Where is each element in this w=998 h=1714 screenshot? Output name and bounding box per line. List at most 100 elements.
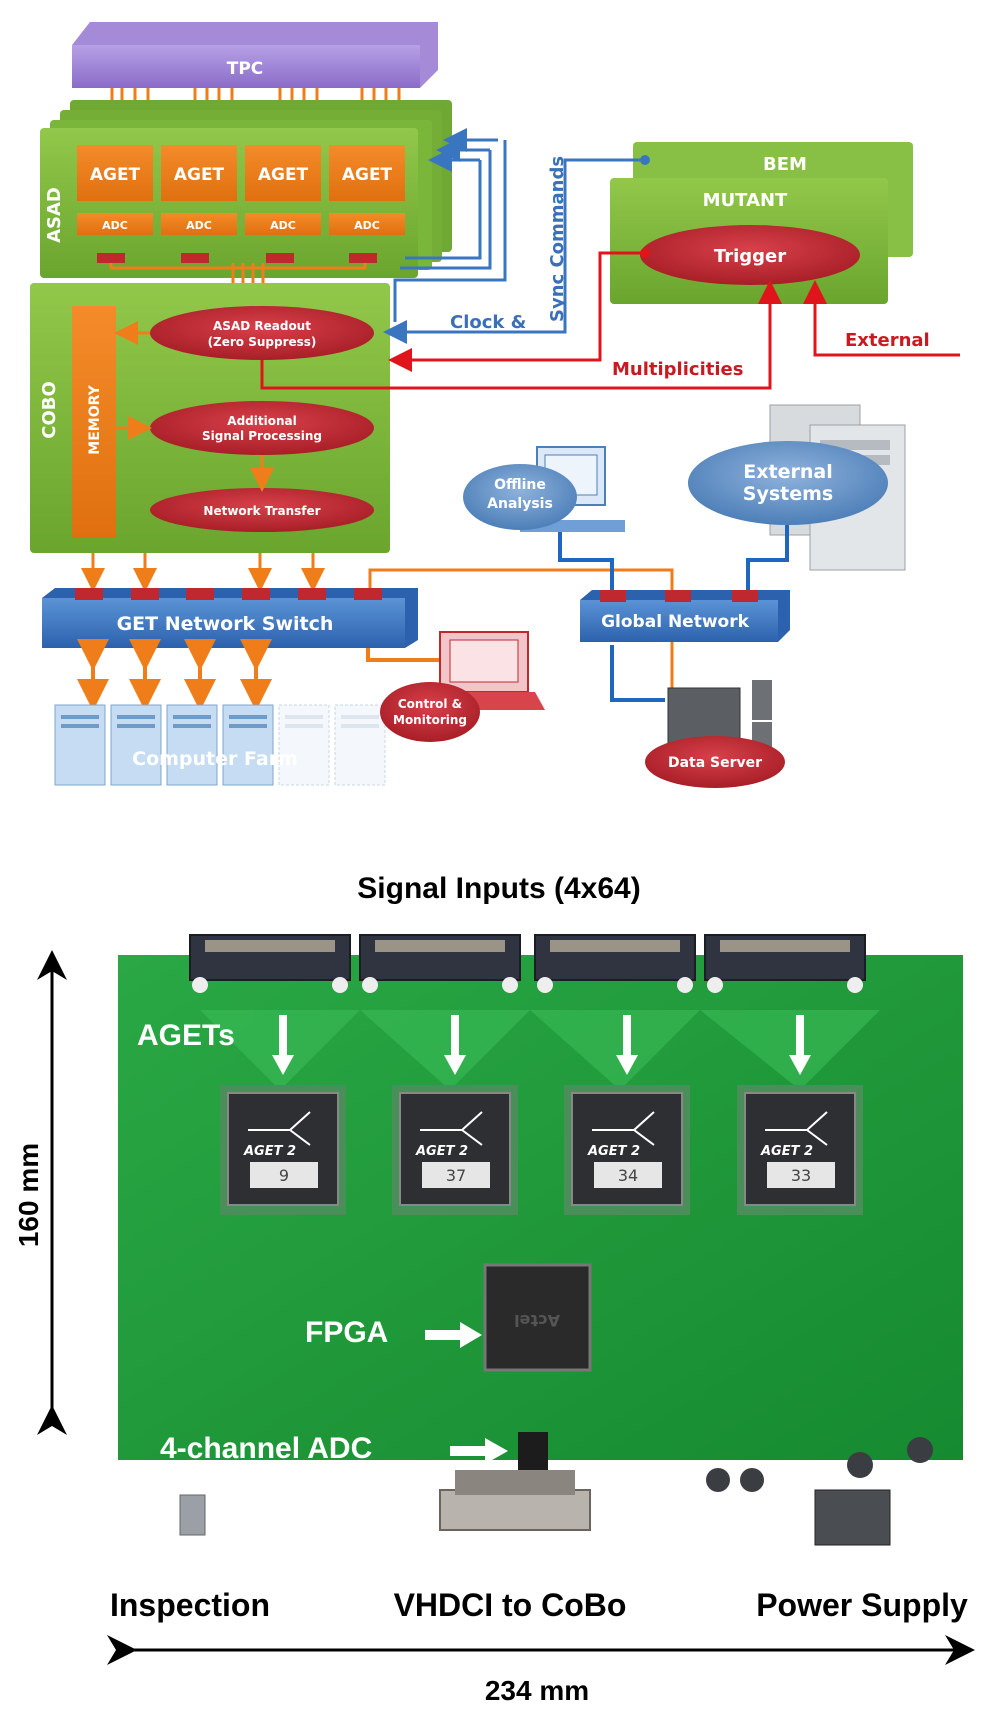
aget-block: AGET xyxy=(161,145,237,201)
aget-arrow xyxy=(272,1015,294,1075)
adc-label: 4-channel ADC xyxy=(160,1432,372,1465)
svg-text:Data Server: Data Server xyxy=(668,755,762,771)
aget-label: AGET xyxy=(174,165,225,185)
svg-text:Analysis: Analysis xyxy=(487,496,553,512)
svg-text:Signal Processing: Signal Processing xyxy=(202,429,322,443)
external-systems-node: External Systems xyxy=(688,404,906,571)
chip-number: 37 xyxy=(446,1166,466,1185)
adc-label: ADC xyxy=(270,219,296,232)
asad-readout-node: ASAD Readout (Zero Suppress) xyxy=(150,306,374,360)
server-tower xyxy=(222,704,274,786)
chip-number: 33 xyxy=(791,1166,811,1185)
power-supply-connector xyxy=(814,1489,891,1546)
aget-label: AGET xyxy=(90,165,141,185)
trigger-port xyxy=(640,248,650,258)
network-transfer-node: Network Transfer xyxy=(150,488,374,532)
signal-connector xyxy=(189,934,351,993)
adc-label: ADC xyxy=(102,219,128,232)
bem-sync-port xyxy=(640,155,650,165)
adc-block: ADC xyxy=(329,213,405,235)
aget-chip-row: AGET ADC AGET ADC AGET ADC AGET ADC xyxy=(77,145,405,235)
svg-text:ASAD Readout: ASAD Readout xyxy=(213,319,311,333)
vhdci-label: VHDCI to CoBo xyxy=(394,1587,627,1623)
multiplicities-label: Multiplicities xyxy=(612,359,743,380)
signal-connector xyxy=(534,934,696,993)
signal-processing-node: Additional Signal Processing xyxy=(150,401,374,455)
width-dimension-label: 234 mm xyxy=(485,1675,589,1706)
chip-marking: AGET 2 xyxy=(415,1144,468,1159)
aget2-chip-row: AGET 2 9 AGET 2 37 AGET 2 34 AGET 2 33 xyxy=(220,1085,863,1215)
server-tower xyxy=(110,704,162,786)
memory-block xyxy=(72,306,116,538)
svg-text:Trigger: Trigger xyxy=(714,246,786,267)
global-network-lines xyxy=(558,525,789,702)
power-supply-label: Power Supply xyxy=(756,1587,968,1623)
svg-text:Control &: Control & xyxy=(398,697,462,711)
clock-sync-vertical-label: Sync Commands xyxy=(547,156,568,322)
adc-arrow xyxy=(450,1438,508,1464)
tpc-label: TPC xyxy=(227,59,264,79)
fpga-chip: Actel xyxy=(483,1263,592,1372)
svg-text:(Zero Suppress): (Zero Suppress) xyxy=(208,335,317,349)
aget-label: AGET xyxy=(342,165,393,185)
aget-block: AGET xyxy=(77,145,153,201)
svg-text:Offline: Offline xyxy=(494,477,546,493)
capacitors xyxy=(706,1437,933,1492)
offline-analysis-node: Offline Analysis xyxy=(463,446,625,532)
asad-label: ASAD xyxy=(44,187,65,243)
chip-marking: AGET 2 xyxy=(760,1144,813,1159)
aget-block: AGET xyxy=(245,145,321,201)
clock-label: Clock & xyxy=(450,312,526,333)
external-label: External xyxy=(845,330,930,351)
signal-connector xyxy=(359,934,521,993)
aget-arrow xyxy=(789,1015,811,1075)
chip-number: 9 xyxy=(279,1166,289,1185)
fpga-arrow xyxy=(425,1322,482,1348)
trigger-node: Trigger xyxy=(640,225,860,285)
get-network-switch: GET Network Switch xyxy=(42,588,418,648)
svg-text:External: External xyxy=(743,461,832,483)
adc-label: ADC xyxy=(186,219,212,232)
svg-text:Additional: Additional xyxy=(227,414,296,428)
aget-block: AGET xyxy=(329,145,405,201)
adc-block: ADC xyxy=(77,213,153,235)
server-tower xyxy=(54,704,106,786)
adc-block: ADC xyxy=(161,213,237,235)
tpc-block: TPC xyxy=(72,22,438,88)
svg-text:Systems: Systems xyxy=(743,483,833,505)
server-tower xyxy=(278,704,330,786)
fpga-label: FPGA xyxy=(305,1316,388,1349)
inspection-label: Inspection xyxy=(110,1587,270,1623)
svg-text:BEM: BEM xyxy=(763,154,807,175)
chip-number: 34 xyxy=(618,1166,638,1185)
svg-text:GET Network Switch: GET Network Switch xyxy=(117,613,334,635)
computer-farm xyxy=(54,704,386,786)
server-tower xyxy=(166,704,218,786)
server-tower xyxy=(334,704,386,786)
clock-sync-lines xyxy=(383,128,645,344)
aget2-chip: AGET 2 33 xyxy=(737,1085,863,1215)
chip-marking: AGET 2 xyxy=(243,1144,296,1159)
multiplicities-lines xyxy=(260,251,960,390)
adc-chip xyxy=(518,1432,548,1472)
svg-text:Actel: Actel xyxy=(514,1311,560,1330)
memory-label: MEMORY xyxy=(87,384,103,454)
svg-text:Monitoring: Monitoring xyxy=(393,713,467,727)
svg-text:Network Transfer: Network Transfer xyxy=(203,504,320,518)
cobo-internal-arrows xyxy=(114,321,274,492)
chip-marking: AGET 2 xyxy=(587,1144,640,1159)
data-server-node: Data Server xyxy=(645,680,785,788)
aget2-chip: AGET 2 9 xyxy=(220,1085,346,1215)
signal-inputs-title: Signal Inputs (4x64) xyxy=(357,872,640,905)
asad-connectors xyxy=(97,253,377,263)
inspection-connector xyxy=(179,1494,206,1536)
computer-farm-label: Computer Farm xyxy=(132,748,298,770)
control-monitoring-node: Control & Monitoring xyxy=(380,631,545,742)
aget-arrow xyxy=(444,1015,466,1075)
agets-label: AGETs xyxy=(137,1019,235,1052)
adc-label: ADC xyxy=(354,219,380,232)
signal-input-connectors xyxy=(189,934,866,993)
adc-block: ADC xyxy=(245,213,321,235)
signal-connector xyxy=(704,934,866,993)
